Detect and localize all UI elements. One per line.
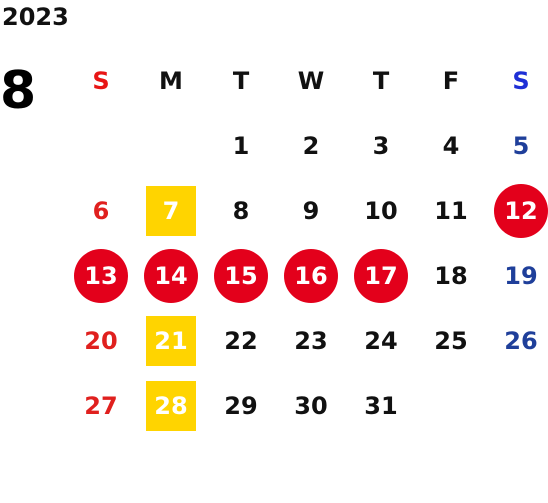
day-cell[interactable]: 12	[486, 178, 548, 243]
day-number: 17	[364, 261, 398, 290]
day-number: 15	[224, 261, 258, 290]
day-cell[interactable]: 28	[136, 373, 206, 438]
day-number: 28	[154, 391, 188, 420]
day-number: 30	[294, 391, 328, 420]
day-number: 6	[92, 196, 110, 225]
day-number: 8	[232, 196, 250, 225]
year-label: 2023	[2, 3, 69, 31]
weekday-header-sat: S	[512, 66, 530, 95]
day-number: 1	[232, 131, 250, 160]
empty-day-cell	[136, 113, 206, 178]
day-number: 23	[294, 326, 328, 355]
day-cell[interactable]: 30	[276, 373, 346, 438]
day-cell[interactable]: 7	[136, 178, 206, 243]
day-cell[interactable]: 4	[416, 113, 486, 178]
day-cell[interactable]: 3	[346, 113, 416, 178]
day-cell[interactable]: 31	[346, 373, 416, 438]
day-number: 31	[364, 391, 398, 420]
day-cell[interactable]: 9	[276, 178, 346, 243]
day-cell[interactable]: 6	[66, 178, 136, 243]
day-number: 20	[84, 326, 118, 355]
day-cell[interactable]: 21	[136, 308, 206, 373]
day-cell[interactable]: 17	[346, 243, 416, 308]
day-cell[interactable]: 18	[416, 243, 486, 308]
day-cell[interactable]: 29	[206, 373, 276, 438]
day-number: 22	[224, 326, 258, 355]
day-cell[interactable]: 14	[136, 243, 206, 308]
weekday-header-tue: T	[232, 66, 250, 95]
day-cell[interactable]: 20	[66, 308, 136, 373]
day-cell[interactable]: 24	[346, 308, 416, 373]
day-number: 4	[442, 131, 460, 160]
day-cell[interactable]: 23	[276, 308, 346, 373]
day-cell[interactable]: 8	[206, 178, 276, 243]
day-number: 9	[302, 196, 320, 225]
weekday-header-wed: W	[297, 66, 325, 95]
day-number: 25	[434, 326, 468, 355]
day-number: 7	[162, 196, 180, 225]
weekday-header-thu: T	[372, 66, 390, 95]
day-cell[interactable]: 25	[416, 308, 486, 373]
empty-day-cell	[486, 373, 548, 438]
day-number: 19	[504, 261, 538, 290]
day-number: 10	[364, 196, 398, 225]
day-cell[interactable]: 5	[486, 113, 548, 178]
month-label: 8	[0, 61, 37, 121]
day-number: 27	[84, 391, 118, 420]
day-number: 26	[504, 326, 538, 355]
weekday-header-mon: M	[159, 66, 183, 95]
day-cell[interactable]: 11	[416, 178, 486, 243]
day-number: 21	[154, 326, 188, 355]
day-number: 12	[504, 196, 538, 225]
day-number: 13	[84, 261, 118, 290]
day-cell[interactable]: 27	[66, 373, 136, 438]
empty-day-cell	[66, 113, 136, 178]
day-cell[interactable]: 19	[486, 243, 548, 308]
day-cell[interactable]: 13	[66, 243, 136, 308]
empty-day-cell	[416, 373, 486, 438]
day-number: 3	[372, 131, 390, 160]
day-cell[interactable]: 2	[276, 113, 346, 178]
weekday-header-fri: F	[442, 66, 460, 95]
day-cell[interactable]: 26	[486, 308, 548, 373]
day-number: 11	[434, 196, 468, 225]
day-cell[interactable]: 15	[206, 243, 276, 308]
weekday-header-sun: S	[92, 66, 110, 95]
day-cell[interactable]: 10	[346, 178, 416, 243]
day-number: 29	[224, 391, 258, 420]
day-number: 18	[434, 261, 468, 290]
day-number: 14	[154, 261, 188, 290]
day-number: 24	[364, 326, 398, 355]
day-cell[interactable]: 1	[206, 113, 276, 178]
day-cell[interactable]: 16	[276, 243, 346, 308]
day-cell[interactable]: 22	[206, 308, 276, 373]
day-number: 5	[512, 131, 530, 160]
day-number: 2	[302, 131, 320, 160]
day-number: 16	[294, 261, 328, 290]
